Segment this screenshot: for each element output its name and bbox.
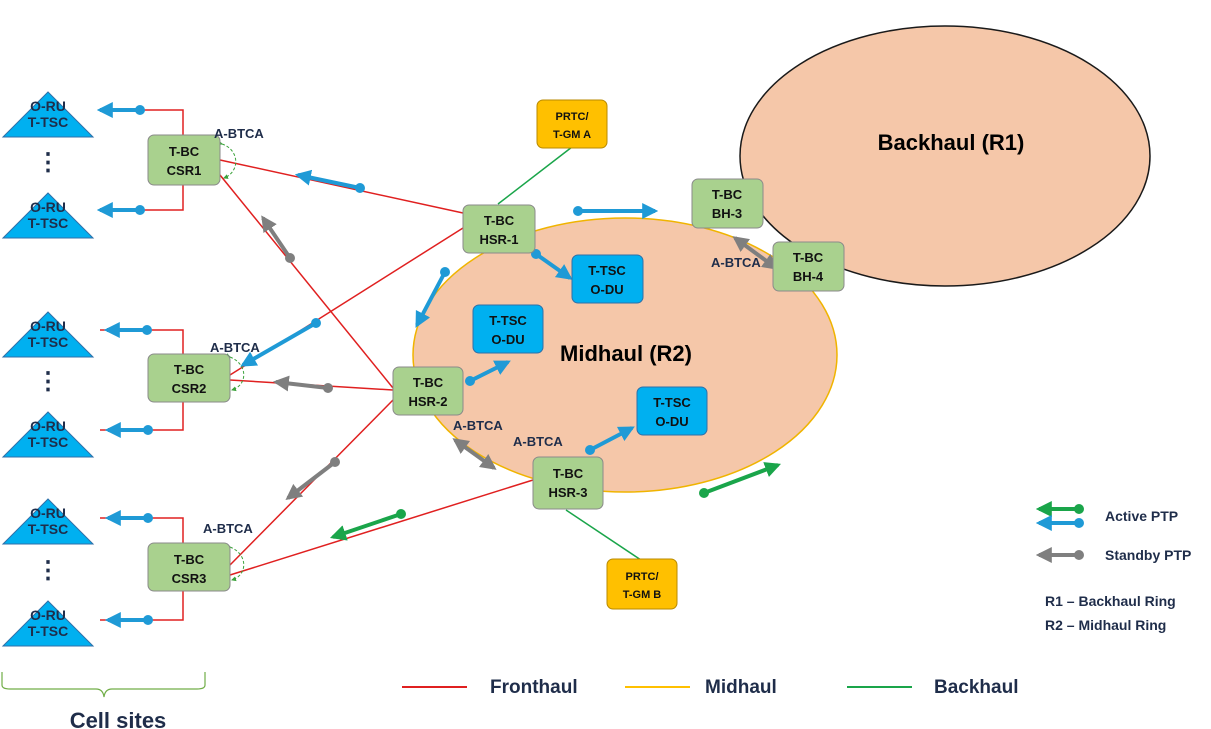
svg-text:HSR-3: HSR-3 [548, 485, 587, 500]
oru-6: O-RU T-TSC [1, 600, 95, 647]
svg-text:T-TSC: T-TSC [653, 395, 691, 410]
svg-text:O-RU: O-RU [30, 318, 66, 334]
svg-text:HSR-2: HSR-2 [408, 394, 447, 409]
node-csr2: T-BC CSR2 [147, 353, 231, 403]
node-bh3: T-BC BH-3 [691, 178, 764, 229]
oru-4: O-RU T-TSC [1, 411, 95, 458]
svg-text:T-BC: T-BC [553, 466, 584, 481]
svg-text:O-DU: O-DU [491, 332, 524, 347]
svg-text:T-GM B: T-GM B [623, 589, 662, 601]
svg-text:T-BC: T-BC [174, 552, 205, 567]
active-ptp-blue [96, 102, 659, 628]
svg-text:CSR3: CSR3 [172, 571, 207, 586]
node-odu-3: T-TSC O-DU [636, 386, 708, 436]
backhaul-links [497, 146, 642, 561]
svg-text:HSR-1: HSR-1 [479, 232, 518, 247]
midhaul-ring [412, 217, 838, 493]
legend-standby-label: Standby PTP [1105, 547, 1191, 563]
node-prtc-b: PRTC/ T-GM B [606, 558, 678, 610]
legend-backhaul: Backhaul [934, 677, 1018, 698]
abtca-label-hsr3: A-BTCA [513, 434, 563, 449]
backhaul-ring [739, 25, 1151, 287]
svg-text:O-RU: O-RU [30, 199, 66, 215]
svg-text:T-BC: T-BC [793, 250, 824, 265]
svg-text:PRTC/: PRTC/ [626, 571, 659, 583]
svg-text:O-RU: O-RU [30, 98, 66, 114]
legend-active-symbol [1035, 501, 1084, 531]
cell-sites-label: Cell sites [70, 708, 167, 729]
svg-text:T-BC: T-BC [413, 375, 444, 390]
node-bh4: T-BC BH-4 [772, 241, 845, 292]
legend-fronthaul: Fronthaul [490, 677, 578, 698]
oru-devices: O-RU T-TSC ⋮ O-RU T-TSC O-RU T-TSC ⋮ O-R… [1, 91, 95, 647]
legend-active-label: Active PTP [1105, 508, 1178, 524]
svg-text:O-RU: O-RU [30, 418, 66, 434]
active-ptp-green [329, 462, 781, 541]
svg-text:T-BC: T-BC [174, 362, 205, 377]
abtca-label-csr2: A-BTCA [210, 340, 260, 355]
legend-right: Active PTP Standby PTP R1 – Backhaul Rin… [1035, 501, 1191, 633]
node-csr3: T-BC CSR3 [147, 542, 231, 592]
node-prtc-a: PRTC/ T-GM A [536, 99, 608, 149]
svg-text:T-TSC: T-TSC [588, 263, 626, 278]
abtca-label-csr1: A-BTCA [214, 126, 264, 141]
oru-5: O-RU T-TSC [1, 498, 95, 545]
legend-r2: R2 – Midhaul Ring [1045, 617, 1166, 633]
legend-midhaul: Midhaul [705, 677, 777, 698]
svg-text:T-BC: T-BC [712, 187, 743, 202]
svg-text:PRTC/: PRTC/ [556, 111, 589, 123]
oru-1: O-RU T-TSC [1, 91, 95, 138]
abtca-curve-arrows [217, 140, 245, 582]
svg-text:O-DU: O-DU [590, 282, 623, 297]
legend-r1: R1 – Backhaul Ring [1045, 593, 1176, 609]
oru-3: O-RU T-TSC [1, 311, 95, 358]
node-csr1: T-BC CSR1 [147, 134, 221, 186]
svg-text:CSR1: CSR1 [167, 163, 202, 178]
svg-text:CSR2: CSR2 [172, 381, 207, 396]
ellipsis-1: ⋮ [36, 149, 60, 176]
node-odu-1: T-TSC O-DU [571, 254, 644, 304]
svg-text:T-TSC: T-TSC [489, 313, 527, 328]
svg-text:BH-4: BH-4 [793, 269, 824, 284]
svg-text:T-GM A: T-GM A [553, 129, 591, 141]
svg-text:T-TSC: T-TSC [28, 215, 68, 231]
ellipsis-3: ⋮ [36, 557, 60, 584]
node-hsr2: T-BC HSR-2 [392, 366, 464, 416]
legend-bottom: Fronthaul Midhaul Backhaul [402, 677, 1018, 698]
abtca-label-hsr2: A-BTCA [453, 418, 503, 433]
node-hsr3: T-BC HSR-3 [532, 456, 604, 510]
midhaul-ring-label: Midhaul (R2) [560, 341, 692, 366]
oru-2: O-RU T-TSC [1, 192, 95, 239]
abtca-label-bh: A-BTCA [711, 255, 761, 270]
svg-text:T-TSC: T-TSC [28, 114, 68, 130]
svg-text:O-DU: O-DU [655, 414, 688, 429]
svg-text:BH-3: BH-3 [712, 206, 742, 221]
standby-ptp-gray [261, 215, 779, 500]
svg-text:O-RU: O-RU [30, 505, 66, 521]
abtca-label-csr3: A-BTCA [203, 521, 253, 536]
svg-text:T-TSC: T-TSC [28, 434, 68, 450]
backhaul-ring-label: Backhaul (R1) [878, 130, 1025, 155]
svg-text:T-TSC: T-TSC [28, 623, 68, 639]
svg-text:T-TSC: T-TSC [28, 334, 68, 350]
svg-text:O-RU: O-RU [30, 607, 66, 623]
svg-text:T-BC: T-BC [169, 144, 200, 159]
cell-sites-brace [1, 672, 206, 698]
svg-text:T-BC: T-BC [484, 213, 515, 228]
node-odu-2: T-TSC O-DU [472, 304, 544, 354]
svg-text:T-TSC: T-TSC [28, 521, 68, 537]
legend-standby-symbol [1035, 547, 1084, 563]
node-hsr1: T-BC HSR-1 [462, 204, 536, 254]
ellipsis-2: ⋮ [36, 368, 60, 395]
